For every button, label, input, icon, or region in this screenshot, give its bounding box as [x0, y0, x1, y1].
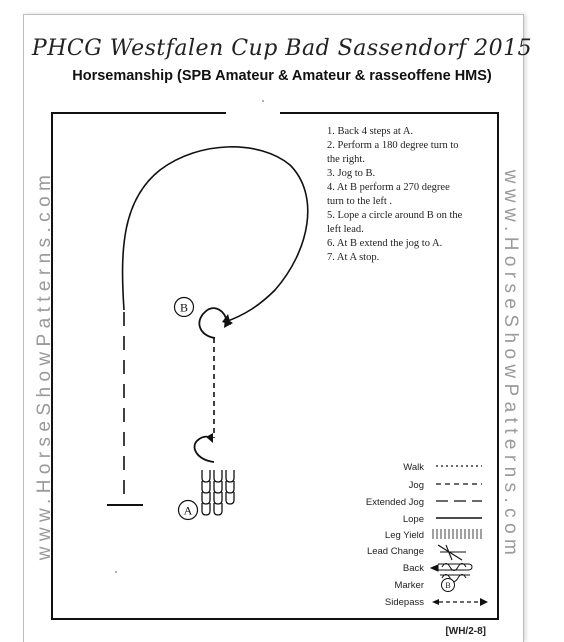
- legend-marker-symbol: B: [445, 581, 450, 590]
- class-title: Horsemanship (SPB Amateur & Amateur & ra…: [72, 68, 492, 84]
- legend-back-icon: [429, 563, 473, 582]
- turn-180-arrowhead: [206, 433, 213, 443]
- legend-walk-label: Walk: [403, 462, 424, 473]
- instruction-line: the right.: [327, 154, 365, 165]
- handwritten-show-title: PHCG Westfalen Cup Bad Sassendorf 2015: [31, 36, 533, 61]
- instruction-line: 6. At B extend the jog to A.: [327, 238, 442, 249]
- instructions-list: 1. Back 4 steps at A. 2. Perform a 180 d…: [327, 126, 463, 263]
- legend-marker-label: Marker: [394, 580, 424, 591]
- turn-270-path: [198, 307, 227, 339]
- marker-b-icon: [173, 296, 195, 318]
- instruction-line: 2. Perform a 180 degree turn to: [327, 140, 459, 151]
- legend-lead-change-label: Lead Change: [367, 546, 424, 557]
- turn-270-arrowhead: [222, 314, 231, 325]
- lope-circle-path: [121, 146, 309, 323]
- legend-lead-change-icon: [437, 544, 466, 561]
- legend-leg-yield-label: Leg Yield: [385, 530, 424, 541]
- legend-marker-icon: [441, 578, 455, 592]
- instruction-line: 5. Lope a circle around B on the: [327, 210, 463, 221]
- instruction-line: 7. At A stop.: [327, 252, 379, 263]
- stray-dot: [115, 571, 117, 573]
- legend-lope-label: Lope: [403, 514, 424, 525]
- instruction-line: turn to the left .: [327, 196, 392, 207]
- legend-sidepass-label: Sidepass: [385, 597, 424, 608]
- marker-a-label: A: [184, 504, 193, 518]
- instruction-line: 3. Jog to B.: [327, 168, 375, 179]
- back-steps-icon: [201, 470, 235, 516]
- legend-back-label: Back: [403, 563, 424, 574]
- legend-extended-jog-label: Extended Jog: [366, 497, 424, 508]
- marker-b-label: B: [180, 301, 188, 315]
- legend-leg-yield-line: [432, 529, 482, 539]
- instruction-line: 1. Back 4 steps at A.: [327, 126, 413, 137]
- stray-dot: [262, 100, 264, 102]
- pattern-sheet: [23, 14, 524, 642]
- instruction-line: 4. At B perform a 270 degree: [327, 182, 450, 193]
- marker-a-icon: [177, 499, 199, 521]
- instruction-line: left lead.: [327, 224, 364, 235]
- legend-jog-label: Jog: [409, 480, 424, 491]
- pattern-code: [WH/2-8]: [445, 626, 486, 637]
- legend: Walk Jog Extended Jog Lope Leg Yield Lea…: [366, 462, 488, 608]
- legend-sidepass-line: [432, 598, 488, 606]
